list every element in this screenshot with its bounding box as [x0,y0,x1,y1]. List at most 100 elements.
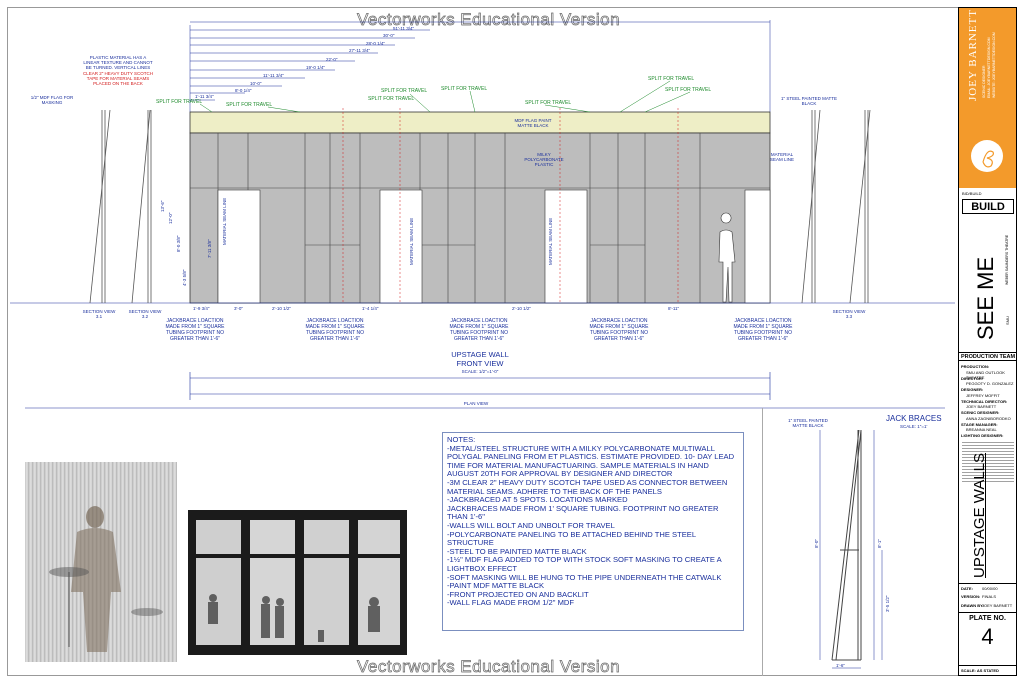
notes-line: -1½" MDF FLAG ADDED TO TOP WITH STOCK SO… [447,555,724,573]
show-code: SMU [1005,316,1010,325]
role-7: LIGHTING DESIGNER: [961,433,1004,438]
bottom-dim-4: 1'-4 1/4" [362,306,379,311]
height-dim-3: 8'-0 3/8" [176,235,181,252]
mdf-flag-label: MDF FLAG PAINT MATTE BLACK [514,118,552,128]
drawn-value: JOEY BARNETT [982,603,1013,608]
notes-line: -METAL/STEEL STRUCTURE WITH A MILKY POLY… [447,443,737,479]
reference-photo-1 [25,462,177,662]
contact-line-3: WEBSITE: JOEYBARNETTDESIGN.COM [992,32,996,98]
role-2: DIRECTOR: [961,376,984,381]
notes-line: -SOFT MASKING WILL BE HUNG TO THE PIPE U… [447,572,722,582]
drawn-label: DRAWN BY: [961,603,984,608]
jack-dim-4: 1'-6" [836,663,845,668]
name-6: BREANNA NEAL [966,427,997,432]
seam-label-3: MATERIAL SEAM LINE [548,217,553,265]
section-view-2: SECTION VIEW 3.2 [128,309,162,319]
split-label-6: SPLIT FOR TRAVEL [525,100,572,106]
notes-line: -3M CLEAR 2" HEAVY DUTY SCOTCH TAPE USED… [447,477,730,496]
material-seam-label: MATERIAL SEAM LINE [769,152,794,162]
notes-line: -JACKBRACED AT 5 SPOTS. LOCATIONS MARKED [447,495,628,505]
height-dim-1: 13'-6" [160,200,165,212]
jack-braces-box [762,408,958,676]
jackbrace-note-3: JACKBRACE LOACTION MADE FROM 1" SQUARE T… [449,318,509,342]
tape-note: CLEAR 2" HEAVY DUTY SCOTCH TAPE FOR MATE… [82,71,154,86]
designer-name: JOEY BARNETT [967,9,979,101]
date-label: DATE: [961,586,973,591]
split-label-3: SPLIT FOR TRAVEL [368,96,415,102]
scale-label: SCALE: AS STATED [961,668,999,673]
dim-top-10: 1'-11 3/4" [195,94,214,99]
jack-dim-2: 8'-1" [877,539,882,548]
wall-title: UPSTAGE WALL [451,350,509,359]
reference-photo-2 [188,510,407,655]
steel-note: 1" STEEL PAINTED MATTE BLACK [780,96,838,106]
notes-line: JACKBRACES MADE FROM 1' SQUARE TUBING. F… [447,503,721,522]
wall-subtitle: FRONT VIEW [456,359,504,368]
bottom-dim-1: 1'-9 3/4" [193,306,210,311]
name-3: JEFFREY MOFFIT [966,393,1000,398]
notes-line: -FRONT PROJECTED ON AND BACKLIT [447,589,589,599]
plan-view-label: PLAN VIEW [463,401,489,406]
opening-dim: 7'-11 3/8" [207,239,212,258]
seam-label-2: MATERIAL SEAM LINE [409,217,414,265]
split-label-1: SPLIT FOR TRAVEL [156,99,203,105]
height-dim-2: 12'-0" [168,212,173,224]
seam-label-1: MATERIAL SEAM LINE [222,197,227,245]
split-label-2: SPLIT FOR TRAVEL [226,102,273,108]
dim-top-7: 11'-11 3/4" [263,73,284,78]
role-6: STAGE MANAGER: [961,422,998,427]
title-block [958,7,1017,676]
polycarb-label: MILKY POLYCARBONATE PLASTIC [524,152,564,167]
notes-heading: NOTES: [447,435,476,444]
section-view-3: SECTION VIEW 3.3 [832,309,866,319]
dim-top-6: 19'-0 1/4" [306,65,325,70]
jackbrace-note-1: JACKBRACE LOACTION MADE FROM 1" SQUARE T… [165,318,225,342]
jack-braces-title: JACK BRACES [886,414,942,423]
role-4: TECHNICAL DIRECTOR: [961,399,1008,404]
designer-logo-panel: JOEY BARNETT SCENIC DESIGNER EMAIL: JOEY… [959,8,1016,188]
dim-top-9: 8'-0 1/4" [235,88,252,93]
logo-icon [971,140,1003,172]
build-label: BUILD [962,199,1014,214]
split-label-8: SPLIT FOR TRAVEL [665,87,712,93]
role-5: SCENIC DESIGNER: [961,410,1000,415]
jack-braces-scale: SCALE: 1"=1' [900,424,928,429]
contact-line-2: EMAIL: JOEYBARNETTDESIGN.COM [987,37,991,98]
jack-braces-steel-note: 1" STEEL PAINTED MATTE BLACK [788,418,828,428]
height-dim-4: 4'-3 5/8" [182,269,187,286]
show-title: SEE ME [973,256,998,340]
dim-top-2: 30'-0" [383,33,395,38]
name-2: PEGGOTY D. GONZALEZ [966,381,1014,386]
role-3: DESIGNER: [961,387,984,392]
jackbrace-note-2: JACKBRACE LOACTION MADE FROM 1" SQUARE T… [305,318,365,342]
split-label-5: SPLIT FOR TRAVEL [441,86,488,92]
date-row [959,583,1016,584]
elevation-drawing [10,20,955,409]
plate-number: 4 [981,624,994,649]
jackbrace-note-5: JACKBRACE LOACTION MADE FROM 1" SQUARE T… [733,318,793,342]
notes-line: -WALLS WILL BOLT AND UNBOLT FOR TRAVEL [447,520,615,530]
wall-scale: SCALE: 1/2"=1'-0" [461,369,499,374]
dim-top-4: 27'-11 3/4" [349,48,371,53]
bottom-dim-2: 3'-0" [234,306,243,311]
mdf-flag-note: 1/2" MDF FLAG FOR MASKING [30,95,74,105]
version-label: VERSION: [961,594,981,599]
scale-row [959,665,1016,666]
build-small: BID/BUILD [962,191,982,196]
sheet-title: UPSTAGE WALLS [971,452,988,578]
dim-top-8: 10'-0" [250,81,262,86]
dim-top-3: 28'-0 1/4" [366,41,385,46]
bottom-dim-3: 2'-10 1/2" [272,306,291,311]
plastic-note: PLASTIC MATERIAL HAS A LINEAR TEXTURE AN… [83,55,153,70]
notes-box: NOTES: -METAL/STEEL STRUCTURE WITH A MIL… [442,432,744,631]
date-value: 00/00/00 [982,586,998,591]
contact-line-1: SCENIC DESIGNER [982,65,986,98]
plate-row [959,612,1016,613]
watermark-top: Vectorworks Educational Version [357,10,621,30]
production-team-label: PRODUCTION TEAM [959,352,1016,361]
dim-top-5: 22'-0" [326,57,338,62]
jack-brace-drawing [819,429,883,669]
name-4: JOEY BARNETT [966,404,997,409]
dim-top-1: 51'-11 3/4" [393,26,415,31]
show-sub: WEBER SAUNDERS THEATRE [1005,234,1009,285]
